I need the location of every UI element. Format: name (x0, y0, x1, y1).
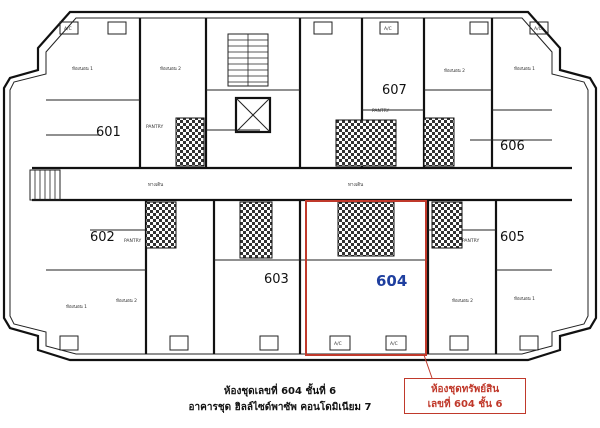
property-callout-line-1: ห้องชุดทรัพย์สิน (430, 384, 500, 395)
bathroom (431, 201, 463, 249)
unit-label-603: 603 (264, 272, 289, 287)
corridor-label: ทางเดิน (148, 182, 163, 188)
bathroom (145, 201, 177, 249)
unit-label-604: 604 (376, 272, 407, 290)
bedroom-label: ห้องนอน 1 (72, 66, 93, 72)
unit-label-607: 607 (382, 83, 407, 98)
ac-label: A/C (390, 341, 398, 347)
bathroom (335, 119, 397, 167)
bedroom-label: ห้องนอน 1 (514, 66, 535, 72)
ac-label: A/C (384, 26, 392, 32)
ac-label: A/C (534, 26, 542, 32)
partition-lines-bottom (46, 229, 552, 271)
bedroom-label: ห้องนอน 2 (116, 298, 137, 304)
pantry-label: PANTRY (124, 238, 141, 244)
caption-line-1: ห้องชุดเลขที่ 604 ชั้นที่ 6 (223, 386, 337, 397)
caption-line-2: อาคารชุด ฮิลล์ไซด์พาซัพ คอนโดมิเนียม 7 (188, 402, 372, 413)
bedroom-label: ห้องนอน 1 (66, 304, 87, 310)
elevator (234, 96, 272, 134)
bedroom-label: ห้องนอน 2 (160, 66, 181, 72)
unit-label-601: 601 (96, 125, 121, 140)
balconies (59, 21, 549, 351)
pantry-label: PANTRY (372, 108, 389, 114)
building-outline (2, 10, 598, 362)
unit-label-602: 602 (90, 230, 115, 245)
pantry-label: PANTRY (146, 124, 163, 130)
unit-label-605: 605 (500, 230, 525, 245)
bedroom-label: ห้องนอน 1 (514, 296, 535, 302)
bathroom (337, 201, 395, 257)
unit-604-highlight (305, 200, 427, 356)
pantry-label: PANTRY (462, 238, 479, 244)
bathroom (239, 201, 273, 259)
bedroom-label: ห้องนอน 2 (452, 298, 473, 304)
property-callout: ห้องชุดทรัพย์สิน เลขที่ 604 ชั้น 6 (404, 378, 526, 414)
bathroom (423, 117, 455, 167)
ac-label: A/C (64, 26, 72, 32)
ac-label: A/C (334, 341, 342, 347)
unit-label-606: 606 (500, 139, 525, 154)
leader-line (423, 354, 433, 379)
stairwell-left (29, 169, 61, 201)
plan-caption: ห้องชุดเลขที่ 604 ชั้นที่ 6 อาคารชุด ฮิล… (170, 384, 390, 416)
stairwell-top (227, 33, 269, 87)
partition-lines (46, 89, 552, 141)
bedroom-label: ห้องนอน 2 (444, 68, 465, 74)
property-callout-line-2: เลขที่ 604 ชั้น 6 (427, 399, 503, 410)
inner-outline (9, 17, 589, 355)
bathroom (175, 117, 205, 167)
corridor-label: ทางเดิน (348, 182, 363, 188)
